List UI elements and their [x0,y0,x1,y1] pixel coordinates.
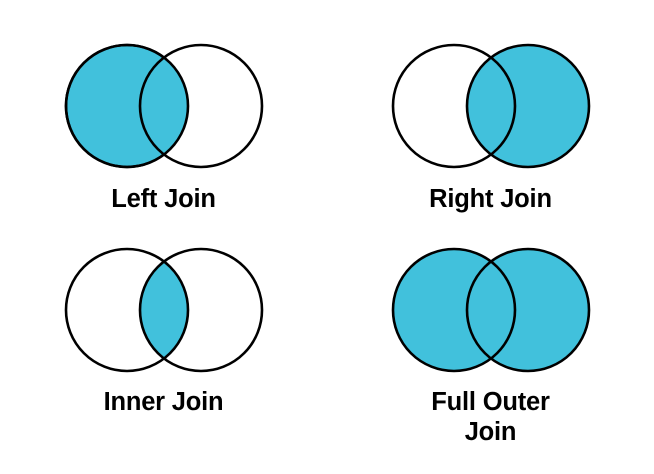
venn-diagram-left-join: Left Join [0,0,327,237]
intersection-region [139,249,188,371]
venn-svg-inner-join [64,247,263,373]
right-set-outline [465,247,590,373]
intersection-region [139,45,188,167]
intersection-region [466,45,515,167]
venn-diagram-inner-join: Inner Join [0,237,327,474]
venn-figure-full-outer-join [386,245,596,375]
left-set-outline [64,247,189,373]
right-set-outline [138,43,263,169]
venn-label-full-outer-join: Full Outer Join [431,388,550,447]
venn-diagram-full-outer-join: Full Outer Join [327,237,654,474]
venn-svg-full-outer-join [391,247,590,373]
venn-svg-right-join [391,43,590,169]
left-set-outline [391,43,516,169]
venn-figure-right-join [386,41,596,171]
venn-svg-left-join [64,43,263,169]
venn-label-right-join: Right Join [429,185,552,213]
right-set-outline [465,43,590,169]
venn-label-inner-join: Inner Join [103,388,224,416]
right-set-outline [138,247,263,373]
venn-figure-inner-join [59,245,269,375]
right-set-circle [466,249,589,371]
venn-figure-left-join [59,41,269,171]
venn-label-left-join: Left Join [111,185,216,213]
left-set-outline [391,247,516,373]
left-set-outline [64,43,189,169]
venn-diagram-right-join: Right Join [327,0,654,237]
